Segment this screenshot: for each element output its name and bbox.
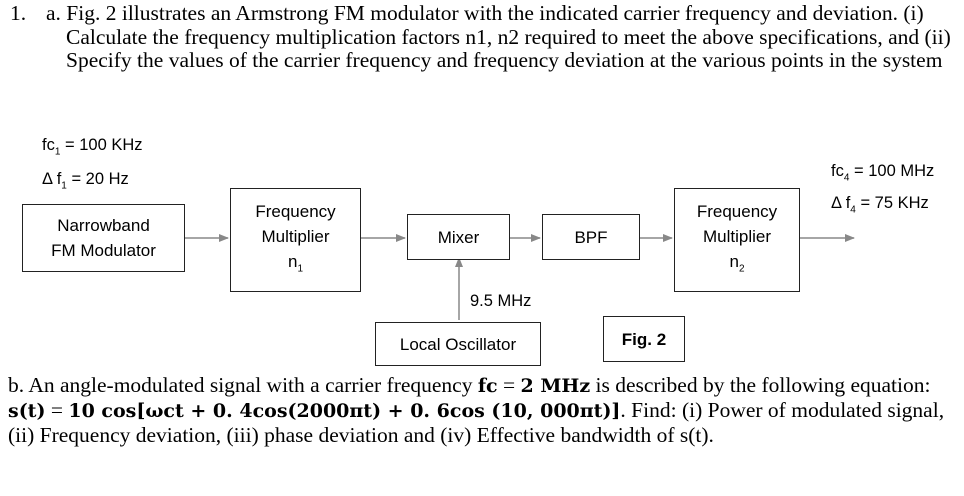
- signal-equation: 10 cos[ωct + 0. 4cos(2000πt) + 0. 6cos (…: [68, 399, 621, 422]
- question-b: b. An angle-modulated signal with a carr…: [8, 373, 945, 447]
- signal-symbol: s(t): [8, 399, 46, 422]
- input-fc-label: fc1 = 100 KHz: [42, 136, 143, 158]
- mult2-line2: Multiplier: [702, 226, 772, 246]
- question-number: 1.: [10, 1, 27, 25]
- output-fc-label: fc4 = 100 MHz: [831, 162, 935, 184]
- bpf-label: BPF: [574, 227, 608, 247]
- question-a-body: Fig. 2 illustrates an Armstrong FM modul…: [66, 1, 951, 72]
- frequency-multiplier-2-block: Frequency Multiplier n2: [674, 188, 800, 292]
- nbfm-line2: FM Modulator: [51, 241, 156, 260]
- question-b-part: b.: [8, 373, 25, 397]
- frequency-multiplier-1-block: Frequency Multiplier n1: [230, 188, 361, 292]
- mixer-label: Mixer: [437, 227, 480, 247]
- mult1-factor: n1: [287, 251, 304, 275]
- nbfm-line1: Narrowband: [57, 216, 150, 235]
- mixer-block: Mixer: [407, 214, 510, 260]
- mult1-line1: Frequency: [255, 201, 336, 221]
- local-oscillator-block: Local Oscillator: [375, 322, 541, 366]
- signal-arrows: [185, 234, 855, 320]
- bpf-block: BPF: [542, 214, 640, 260]
- question-a-text: a. Fig. 2 illustrates an Armstrong FM mo…: [46, 1, 960, 73]
- question-a-part: a.: [46, 1, 61, 25]
- fc-symbol: fc: [477, 375, 498, 397]
- question-a: 1. a. Fig. 2 illustrates an Armstrong FM…: [10, 1, 960, 73]
- figure-caption-text: Fig. 2: [621, 329, 667, 349]
- mult1-line2: Multiplier: [261, 226, 330, 246]
- input-deviation-label: Δ f1 = 20 Hz: [42, 170, 129, 192]
- figure-caption: Fig. 2: [603, 316, 685, 362]
- mult2-factor: n2: [729, 251, 745, 275]
- narrowband-fm-modulator-block: Narrowband FM Modulator: [22, 204, 185, 272]
- lo-label: Local Oscillator: [399, 334, 517, 354]
- output-deviation-label: Δ f4 = 75 KHz: [831, 194, 929, 216]
- mult2-line1: Frequency: [696, 201, 778, 221]
- armstrong-fm-diagram: fc1 = 100 KHz Δ f1 = 20 Hz fc4 = 100 MHz…: [0, 126, 964, 372]
- fc-value: 2 MHz: [520, 375, 591, 397]
- lo-frequency-label: 9.5 MHz: [470, 292, 532, 310]
